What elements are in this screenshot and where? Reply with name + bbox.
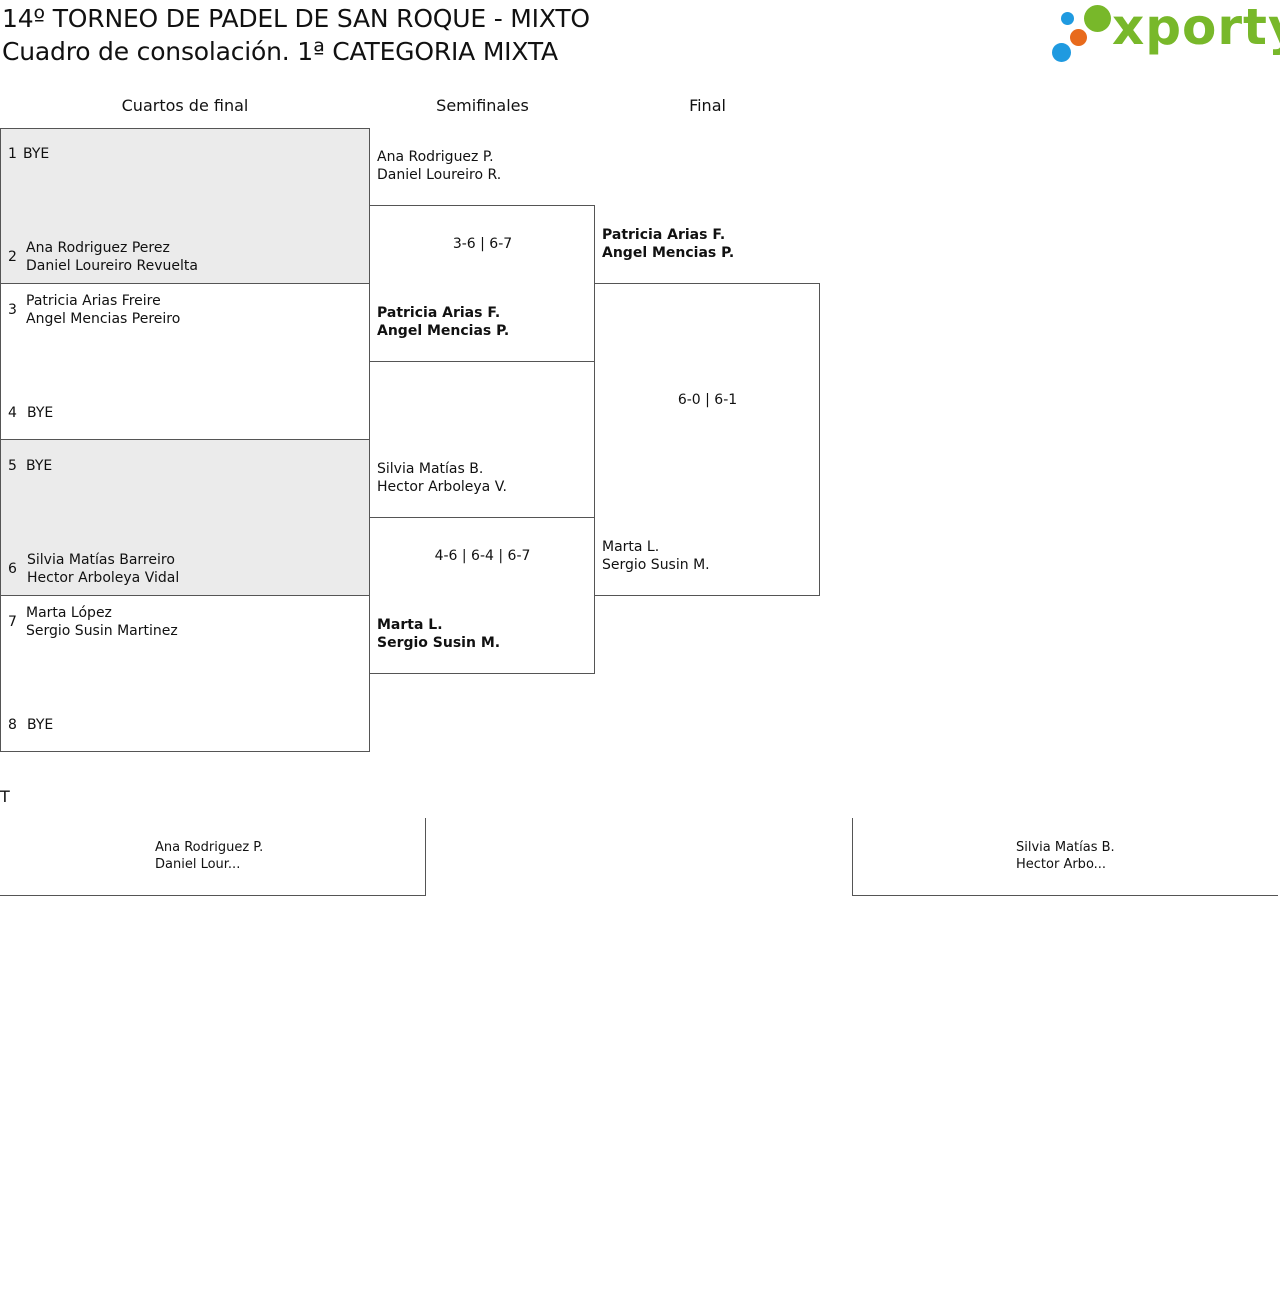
qf-player: BYE [26, 458, 53, 474]
qf-match-1 [0, 128, 370, 284]
final-entry-winner: Patricia Arias F. Angel Mencias P. [602, 226, 734, 262]
qf-match-3 [0, 439, 370, 596]
final-entry: Marta L. Sergio Susin M. [602, 538, 710, 574]
logo-dot-blue [1061, 12, 1074, 25]
bottom-player-2: Daniel Lour... [155, 857, 241, 872]
qf-seed: 4 [8, 405, 17, 421]
round-header-quarterfinals: Cuartos de final [121, 96, 249, 115]
final-player-1: Patricia Arias F. [602, 227, 726, 243]
sf-entry: Ana Rodriguez P. Daniel Loureiro R. [377, 148, 501, 184]
qf-player: BYE [27, 405, 54, 421]
logo-dot-orange [1070, 29, 1087, 46]
qf-seed: 2 [8, 249, 17, 265]
qf-player: BYE [23, 146, 50, 162]
bottom-player-2: Hector Arbo... [1016, 857, 1107, 872]
title-line-1: 14º TORNEO DE PADEL DE SAN ROQUE - MIXTO [2, 4, 590, 33]
final-player-1: Marta L. [602, 539, 660, 555]
final-player-2: Sergio Susin M. [602, 557, 710, 573]
qf-player-2: Hector Arboleya Vidal [27, 570, 180, 586]
final-match [594, 283, 820, 596]
sf-player-2: Daniel Loureiro R. [377, 167, 502, 183]
qf-seed: 8 [8, 717, 17, 733]
bottom-bracket-left [0, 818, 426, 896]
bottom-bracket-right [852, 818, 1278, 896]
qf-player-2: Angel Mencias Pereiro [26, 311, 181, 327]
qf-player-2: Daniel Loureiro Revuelta [26, 258, 198, 274]
sf-player-2: Angel Mencias P. [377, 323, 510, 339]
qf-player-1: Patricia Arias Freire [26, 293, 161, 309]
round-header-final: Final [689, 96, 726, 115]
qf-player: Marta López Sergio Susin Martinez [26, 604, 178, 640]
sf-player-1: Patricia Arias F. [377, 305, 501, 321]
xporty-logo: xporty [1050, 0, 1280, 66]
qf-player: Silvia Matías Barreiro Hector Arboleya V… [27, 551, 179, 587]
sf-entry: Silvia Matías B. Hector Arboleya V. [377, 460, 507, 496]
qf-seed: 7 [8, 614, 17, 630]
qf-player: Ana Rodriguez Perez Daniel Loureiro Revu… [26, 239, 198, 275]
qf-seed: 5 [8, 458, 17, 474]
logo-text: xporty [1112, 0, 1280, 56]
title-line-2: Cuadro de consolación. 1ª CATEGORIA MIXT… [2, 37, 558, 66]
qf-player: BYE [27, 717, 54, 733]
logo-dot-green [1084, 5, 1111, 32]
qf-player-1: Marta López [26, 605, 112, 621]
sf-player-2: Hector Arboleya V. [377, 479, 507, 495]
bottom-label: T [0, 787, 10, 806]
final-score: 6-0 | 6-1 [677, 392, 738, 408]
sf-entry-winner: Marta L. Sergio Susin M. [377, 616, 500, 652]
bottom-entry-left: Ana Rodriguez P. Daniel Lour... [155, 839, 263, 873]
bottom-player-1: Silvia Matías B. [1016, 840, 1115, 855]
sf-player-1: Silvia Matías B. [377, 461, 484, 477]
qf-player: Patricia Arias Freire Angel Mencias Pere… [26, 292, 180, 328]
sf-player-1: Marta L. [377, 617, 443, 633]
final-player-2: Angel Mencias P. [602, 245, 735, 261]
qf-seed: 3 [8, 302, 17, 318]
qf-player-1: Ana Rodriguez Perez [26, 240, 170, 256]
bottom-entry-right: Silvia Matías B. Hector Arbo... [1016, 839, 1115, 873]
sf-player-1: Ana Rodriguez P. [377, 149, 494, 165]
sf-player-2: Sergio Susin M. [377, 635, 501, 651]
qf-seed: 1 [8, 146, 17, 162]
bottom-player-1: Ana Rodriguez P. [155, 840, 264, 855]
qf-player-2: Sergio Susin Martinez [26, 623, 178, 639]
sf-score: 3-6 | 6-7 [452, 236, 513, 252]
page-title: 14º TORNEO DE PADEL DE SAN ROQUE - MIXTO… [2, 2, 590, 68]
logo-dot-blue-large [1052, 43, 1071, 62]
qf-player-1: Silvia Matías Barreiro [27, 552, 175, 568]
sf-score: 4-6 | 6-4 | 6-7 [434, 548, 531, 564]
round-header-semifinals: Semifinales [436, 96, 529, 115]
qf-seed: 6 [8, 561, 17, 577]
sf-entry-winner: Patricia Arias F. Angel Mencias P. [377, 304, 509, 340]
